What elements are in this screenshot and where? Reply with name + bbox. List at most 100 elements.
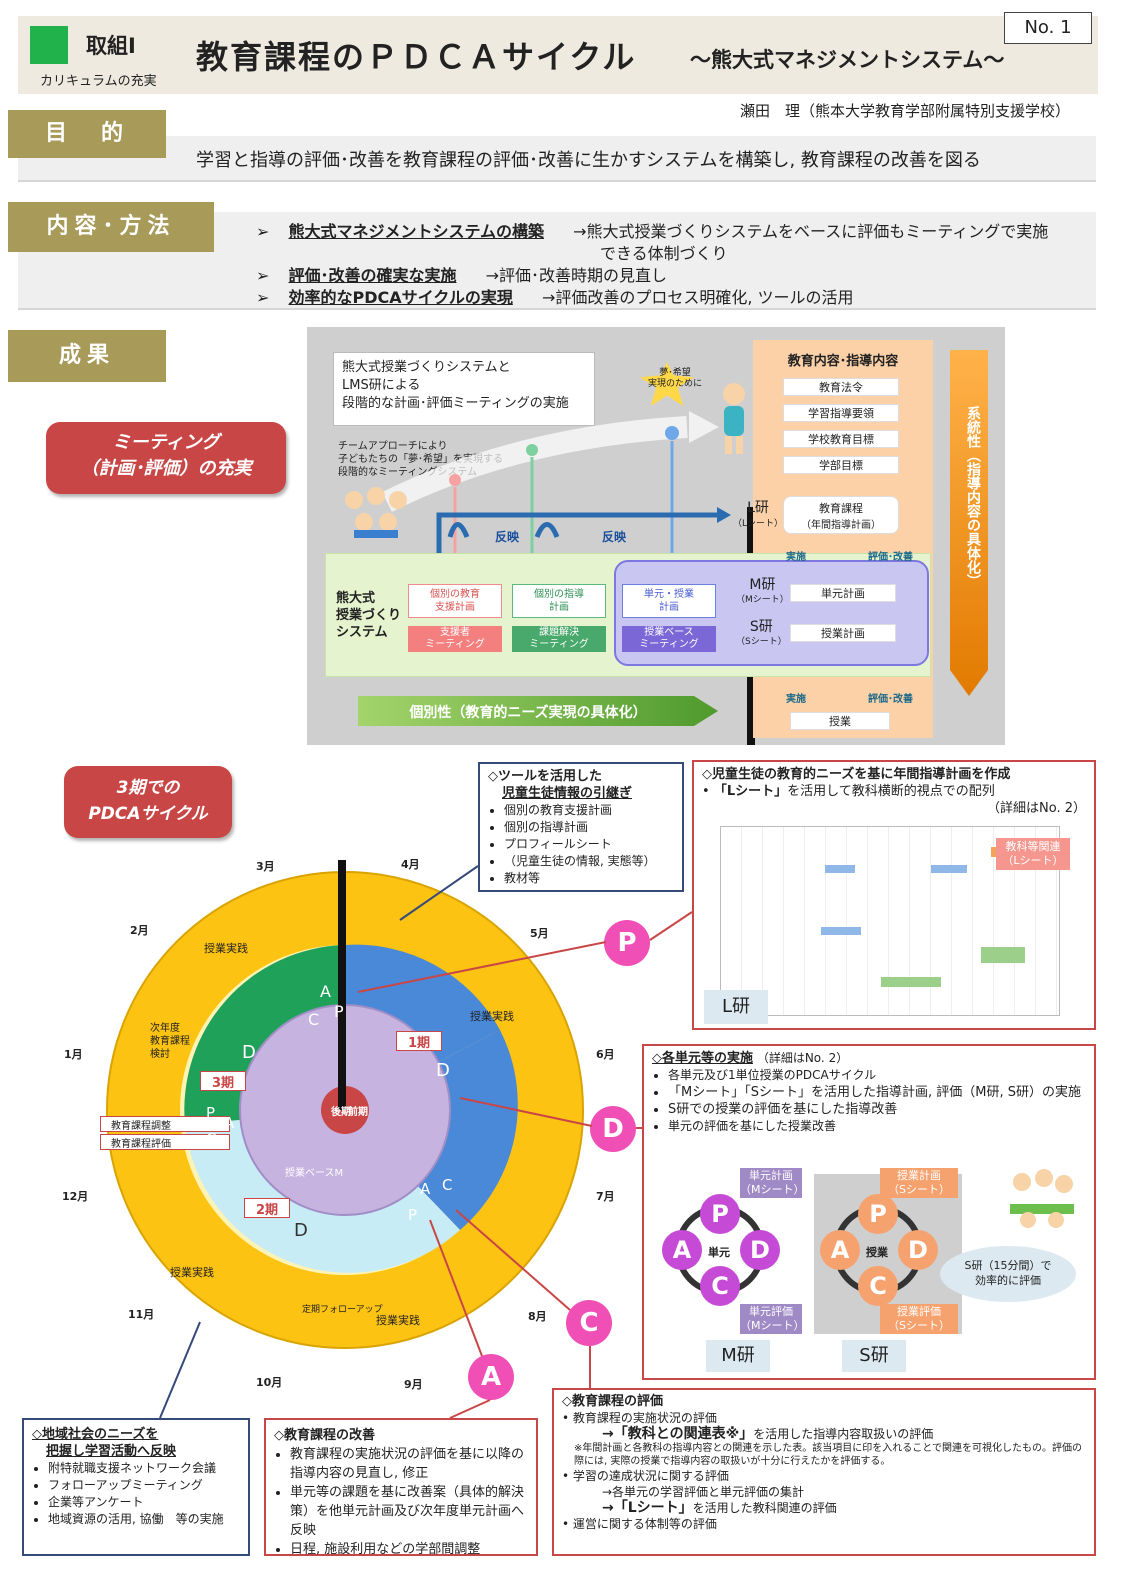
- eval-sub: →「Lシート」を活用した教科関連の評価: [602, 1500, 1086, 1516]
- m-plan-line: （Mシート）: [740, 1183, 805, 1196]
- s-lab-bubble: S研（15分間）で 効率的に評価: [940, 1246, 1076, 1302]
- center-first-half: 前期: [348, 1107, 368, 1118]
- page-number: No. 1: [1004, 12, 1092, 44]
- jugyo-label: 授業実践: [170, 1266, 214, 1279]
- letter-A: A: [224, 1114, 235, 1132]
- sheet-cell: [981, 947, 1025, 963]
- curriculum-line: （年間指導計画）: [801, 520, 881, 531]
- month-label: 7月: [596, 1190, 615, 1203]
- method-head: 評価･改善の確実な実施: [288, 266, 457, 285]
- tools-callout: ◇ツールを活用した 児童生徒情報の引継ぎ 個別の教育支援計画 個別の指導計画 プ…: [478, 762, 684, 892]
- s-eval-box: 授業評価 （Sシート）: [880, 1304, 958, 1334]
- related-box: 教科等関連 （Lシート）: [996, 838, 1070, 870]
- jugyo-label: 授業実践: [470, 1010, 514, 1023]
- kumadai-label: 熊大式 授業づくり システム: [336, 590, 401, 641]
- plan-line: 計画: [549, 602, 569, 613]
- month-label: 1月: [64, 1048, 83, 1061]
- meeting-line: 授業ベース: [644, 627, 694, 638]
- letter-C-circle: C: [566, 1300, 612, 1346]
- lab-sheet: （Sシート）: [736, 637, 787, 647]
- annual-highlight: 「Lシート」: [713, 784, 788, 799]
- period3-badge: 3期: [200, 1071, 246, 1091]
- ed-title: 教育内容･指導内容: [787, 354, 899, 369]
- intro-box: 熊大式授業づくりシステムと LMS研による 段階的な計画･評価ミーティングの実施: [333, 352, 595, 426]
- curriculum-line: 教育課程: [819, 502, 863, 515]
- unit-C: C: [700, 1266, 740, 1306]
- dream-line: 実現のために: [647, 379, 702, 389]
- plan-line: 単元・授業: [644, 589, 694, 600]
- page-subtitle: 〜熊大式マネジメントシステム〜: [690, 48, 1005, 72]
- bullet-icon: ➢: [256, 222, 270, 241]
- month-label: 2月: [130, 924, 149, 937]
- initiative-label: 取組Ⅰ: [86, 34, 136, 58]
- callout-title: ◇教育課程の改善: [274, 1428, 375, 1443]
- plan-line: 計画: [659, 602, 679, 613]
- child-illustration: [716, 380, 752, 460]
- purpose-text: 学習と指導の評価･改善を教育課程の評価･改善に生かすシステムを構築し, 教育課程…: [196, 150, 981, 171]
- team-line: 子どもたちの「夢･希望」を実現する: [338, 454, 503, 465]
- eval-text: を活用した指導内容取扱いの評価: [753, 1427, 934, 1441]
- sheet-cell: [821, 927, 861, 935]
- unit-word: 単元: [708, 1246, 730, 1259]
- individuality-arrow: [358, 696, 718, 726]
- improve-callout: ◇教育課程の改善 教育課程の実施状況の評価を基に以降の指導内容の見直し, 修正 …: [264, 1418, 538, 1559]
- method-item: ➢ 熊大式マネジメントシステムの構築 →熊大式授業づくりシステムをベースに評価も…: [256, 218, 1096, 242]
- ed-item: 学習指導要領: [783, 404, 899, 422]
- eval-sub: →「教科との関連表※」を活用した指導内容取扱いの評価: [602, 1426, 1086, 1442]
- letter-A-circle: A: [468, 1354, 514, 1400]
- list-item: フォローアップミーティング: [48, 1477, 240, 1494]
- curriculum-box: 教育課程 （年間指導計画）: [783, 496, 899, 534]
- next-year-line: 教育課程: [150, 1036, 190, 1047]
- lesson-word: 授業: [866, 1246, 888, 1259]
- s-lab-label: S研: [842, 1340, 906, 1372]
- eval-highlight: →「教科との関連表※」: [602, 1426, 754, 1442]
- plan-box: 単元・授業 計画: [622, 584, 716, 618]
- meeting-box: 支援者 ミーティング: [408, 626, 502, 652]
- letter-A: A: [420, 1180, 431, 1198]
- list-item: 企業等アンケート: [48, 1494, 240, 1511]
- lesson-A: A: [820, 1230, 860, 1270]
- bubble-line: S研（15分間）で: [964, 1259, 1052, 1272]
- pill-line: ミーティング: [112, 432, 220, 453]
- kumadai-line: 熊大式: [336, 591, 376, 606]
- period2-badge: 2期: [244, 1198, 290, 1218]
- annual-line: • 「Lシート」を活用して教科横断的視点での配列: [702, 784, 995, 799]
- jisshi-label: 実施: [786, 552, 806, 563]
- intro-line: 熊大式授業づくりシステムと: [342, 360, 511, 375]
- lab-name: M研: [749, 577, 776, 593]
- lesson-P: P: [858, 1194, 898, 1234]
- month-label: 8月: [528, 1310, 547, 1323]
- purpose-band: [18, 136, 1096, 182]
- m-eval-line: 単元評価: [749, 1305, 793, 1318]
- stage-dot: [526, 444, 538, 456]
- unit-D: D: [740, 1230, 780, 1270]
- list-item: 日程, 施設利用などの学部間調整: [290, 1540, 528, 1559]
- inner-label: 授業ベースM: [285, 1168, 344, 1179]
- page-title: 教育課程のＰＤＣＡサイクル: [196, 38, 637, 76]
- next-year-line: 次年度: [150, 1023, 180, 1034]
- results-label: 成果: [8, 330, 166, 382]
- team-line: 段階的なミーティングシステム: [338, 467, 478, 478]
- jugyo-label: 授業実践: [376, 1314, 420, 1327]
- s-eval-line: （Sシート）: [888, 1319, 950, 1332]
- eval-sub: →各単元の学習評価と単元評価の集計: [602, 1485, 805, 1499]
- meeting-line: 課題解決: [539, 627, 579, 638]
- header-band: [18, 16, 1098, 94]
- M-lab: M研 （Mシート）: [736, 578, 789, 608]
- letter-C: C: [308, 1010, 320, 1029]
- hyoka-label: 評価･改善: [868, 694, 913, 705]
- sheet-cell: [825, 865, 855, 873]
- team-approach-text: チームアプローチにより 子どもたちの「夢･希望」を実現する 段階的なミーティング…: [338, 440, 503, 479]
- eval-item: • 教育課程の実施状況の評価: [562, 1411, 717, 1425]
- plan-box: 個別の教育 支援計画: [408, 584, 502, 618]
- method-text-cont: できる体制づくり: [600, 244, 728, 263]
- callout-title: 把握し学習活動へ反映: [46, 1444, 177, 1459]
- team-illustration: [340, 484, 412, 538]
- method-text: →評価改善のプロセス明確化, ツールの活用: [541, 288, 854, 307]
- pill-line: PDCAサイクル: [88, 804, 208, 824]
- s-plan-line: 授業計画: [897, 1169, 941, 1182]
- lab-name: S研: [749, 619, 773, 635]
- letter-P: P: [334, 1002, 344, 1021]
- list-item: S研での授業の評価を基にした指導改善: [668, 1101, 1086, 1118]
- month-label: 12月: [62, 1190, 89, 1203]
